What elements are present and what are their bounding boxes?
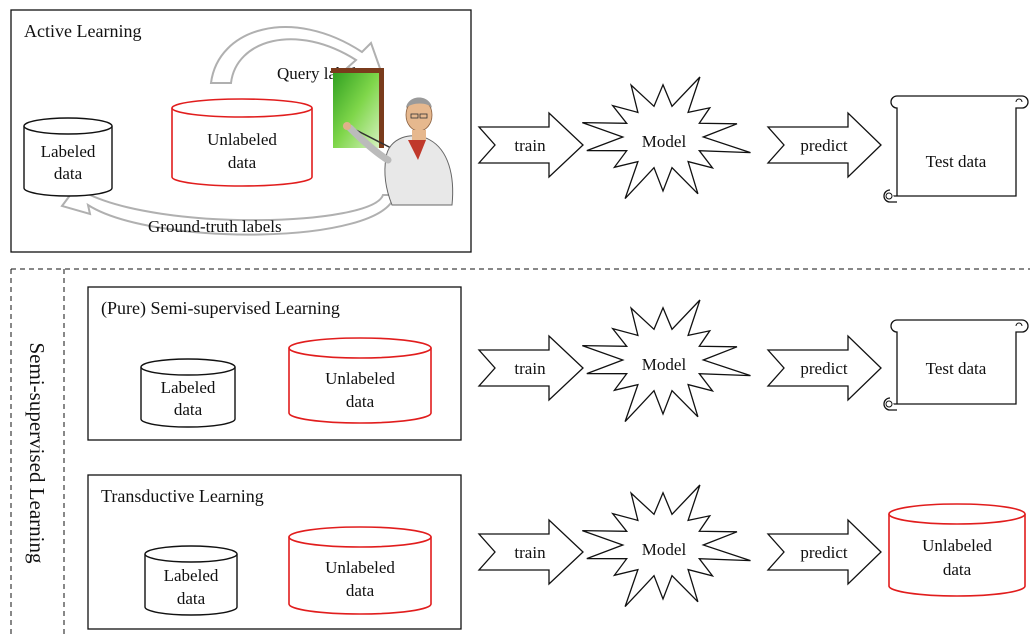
- pure-train-arrow: train: [477, 334, 584, 402]
- pure-train-label: train: [514, 359, 546, 378]
- active-labeled-line2: data: [54, 164, 83, 183]
- active-predict-arrow: predict: [766, 111, 882, 179]
- active-train-arrow: train: [477, 111, 584, 179]
- pure-labeled-line1: Labeled: [161, 378, 216, 397]
- transductive-predict-label: predict: [800, 543, 847, 562]
- transductive-labeled-data: Labeled data: [144, 545, 238, 616]
- transductive-output-line1: Unlabeled: [922, 536, 992, 555]
- pure-predict-arrow: predict: [766, 334, 882, 402]
- transductive-train-label: train: [514, 543, 546, 562]
- pure-unlabeled-data: Unlabeled data: [288, 337, 432, 424]
- pure-test-data-scroll: Test data: [883, 319, 1029, 411]
- active-learning-frame: [10, 9, 472, 253]
- transductive-model-starburst: Model: [582, 484, 751, 608]
- transductive-model-label: Model: [642, 540, 687, 559]
- ground-truth-text: Ground-truth labels: [148, 217, 282, 236]
- transductive-output-line2: data: [943, 560, 972, 579]
- transductive-frame: [87, 474, 462, 630]
- active-test-data-line1: Test data: [926, 152, 987, 171]
- active-labeled-data: Labeled data: [23, 117, 113, 197]
- pure-unlabeled-line1: Unlabeled: [325, 369, 395, 388]
- pure-ssl-title: (Pure) Semi-supervised Learning: [101, 298, 340, 319]
- semi-supervised-side-label: Semi-supervised Learning: [25, 342, 49, 564]
- active-model-starburst: Model: [582, 76, 751, 200]
- pure-ssl-frame: [87, 286, 462, 441]
- active-predict-label: predict: [800, 136, 847, 155]
- pure-model-starburst: Model: [582, 299, 751, 423]
- pure-model-label: Model: [642, 355, 687, 374]
- transductive-output-unlabeled-data: Unlabeled data: [888, 503, 1026, 597]
- active-unlabeled-line1: Unlabeled: [207, 130, 277, 149]
- pure-predict-label: predict: [800, 359, 847, 378]
- teacher-pointing-board-icon: [331, 68, 454, 206]
- transductive-predict-arrow: predict: [766, 518, 882, 586]
- active-test-data-scroll: Test data: [883, 95, 1029, 210]
- transductive-unlabeled-line1: Unlabeled: [325, 558, 395, 577]
- pure-labeled-line2: data: [174, 400, 203, 419]
- transductive-unlabeled-data: Unlabeled data: [288, 526, 432, 615]
- transductive-unlabeled-line2: data: [346, 581, 375, 600]
- pure-test-data-line1: Test data: [926, 359, 987, 378]
- active-unlabeled-data: Unlabeled data: [171, 98, 313, 187]
- transductive-train-arrow: train: [477, 518, 584, 586]
- active-train-label: train: [514, 136, 546, 155]
- transductive-labeled-line1: Labeled: [164, 566, 219, 585]
- transductive-title: Transductive Learning: [101, 486, 264, 506]
- active-labeled-line1: Labeled: [41, 142, 96, 161]
- pure-labeled-data: Labeled data: [140, 358, 236, 428]
- active-unlabeled-line2: data: [228, 153, 257, 172]
- active-learning-title: Active Learning: [24, 21, 141, 41]
- active-model-label: Model: [642, 132, 687, 151]
- pure-unlabeled-line2: data: [346, 392, 375, 411]
- transductive-labeled-line2: data: [177, 589, 206, 608]
